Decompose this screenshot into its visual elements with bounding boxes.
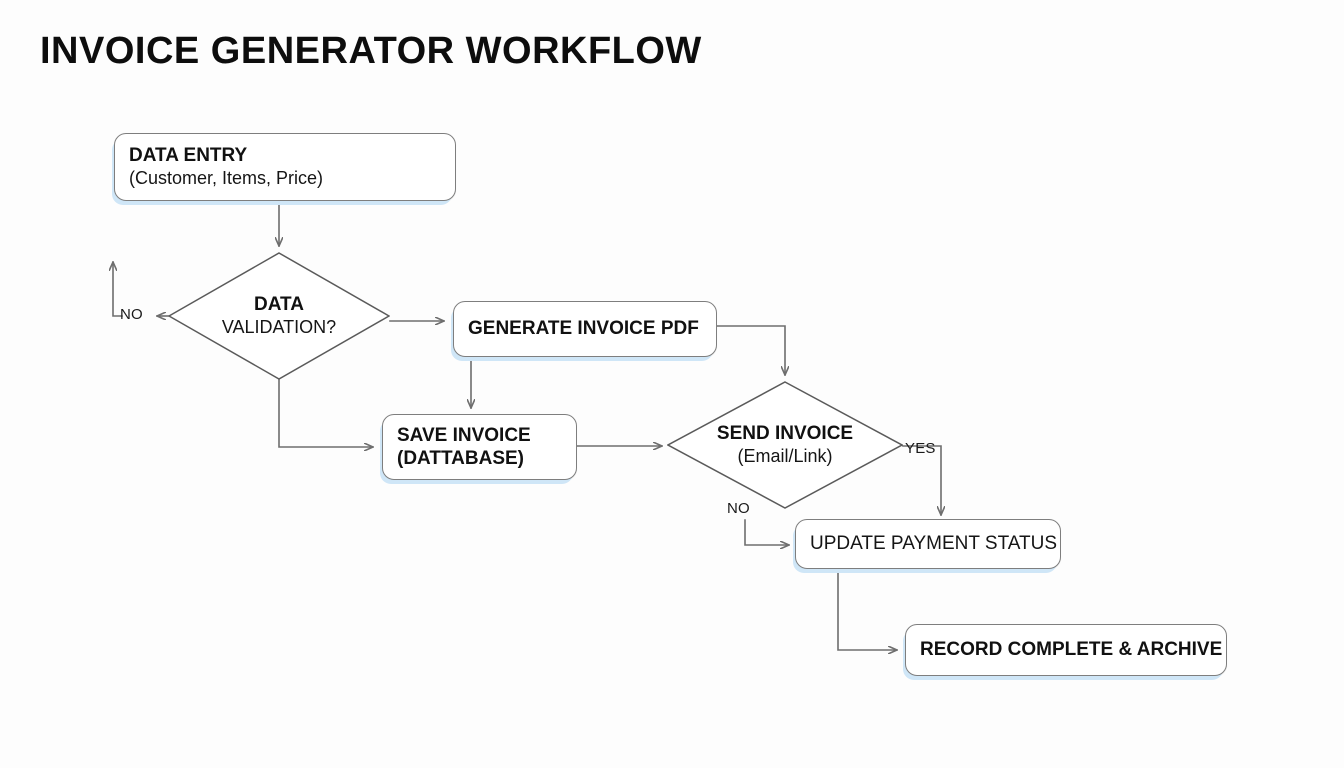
node-data-validation-line2: VALIDATION? <box>221 316 337 337</box>
edge-validation-to-save <box>278 379 374 447</box>
node-record-complete[interactable]: RECORD COMPLETE & ARCHIVE <box>905 624 1227 676</box>
node-generate-pdf-line1: GENERATE INVOICE PDF <box>468 318 699 340</box>
node-update-payment-line1: UPDATE PAYMENT STATUS <box>810 533 1058 555</box>
node-data-entry-line2: (Customer, Items, Price) <box>129 167 324 188</box>
node-send-invoice[interactable]: SEND INVOICE (Email/Link) <box>667 381 903 509</box>
edge-pdf-to-send <box>716 325 785 376</box>
node-save-invoice-line1: SAVE INVOICE <box>397 424 531 446</box>
node-generate-pdf[interactable]: GENERATE INVOICE PDF <box>453 301 717 357</box>
node-record-complete-line1: RECORD COMPLETE & ARCHIVE <box>920 639 1223 661</box>
node-send-invoice-line1: SEND INVOICE <box>716 423 854 445</box>
edge-label-send-yes: YES <box>905 440 936 457</box>
node-update-payment[interactable]: UPDATE PAYMENT STATUS <box>795 519 1061 569</box>
node-save-invoice[interactable]: SAVE INVOICE (DATTABASE) <box>382 414 577 480</box>
node-data-validation-line1: DATA <box>254 294 304 316</box>
edge-label-validation-no: NO <box>120 306 143 323</box>
page-title: INVOICE GENERATOR WORKFLOW <box>40 30 702 72</box>
node-send-invoice-line2: (Email/Link) <box>737 445 833 466</box>
edge-label-send-no: NO <box>727 500 750 517</box>
edge-send-no-to-update <box>744 519 790 545</box>
node-save-invoice-line2: (DATTABASE) <box>397 448 524 469</box>
node-data-entry[interactable]: DATA ENTRY (Customer, Items, Price) <box>114 133 456 201</box>
node-data-validation[interactable]: DATA VALIDATION? <box>168 252 390 380</box>
node-data-entry-line1: DATA ENTRY <box>129 145 248 167</box>
edge-update-to-record <box>837 569 898 650</box>
